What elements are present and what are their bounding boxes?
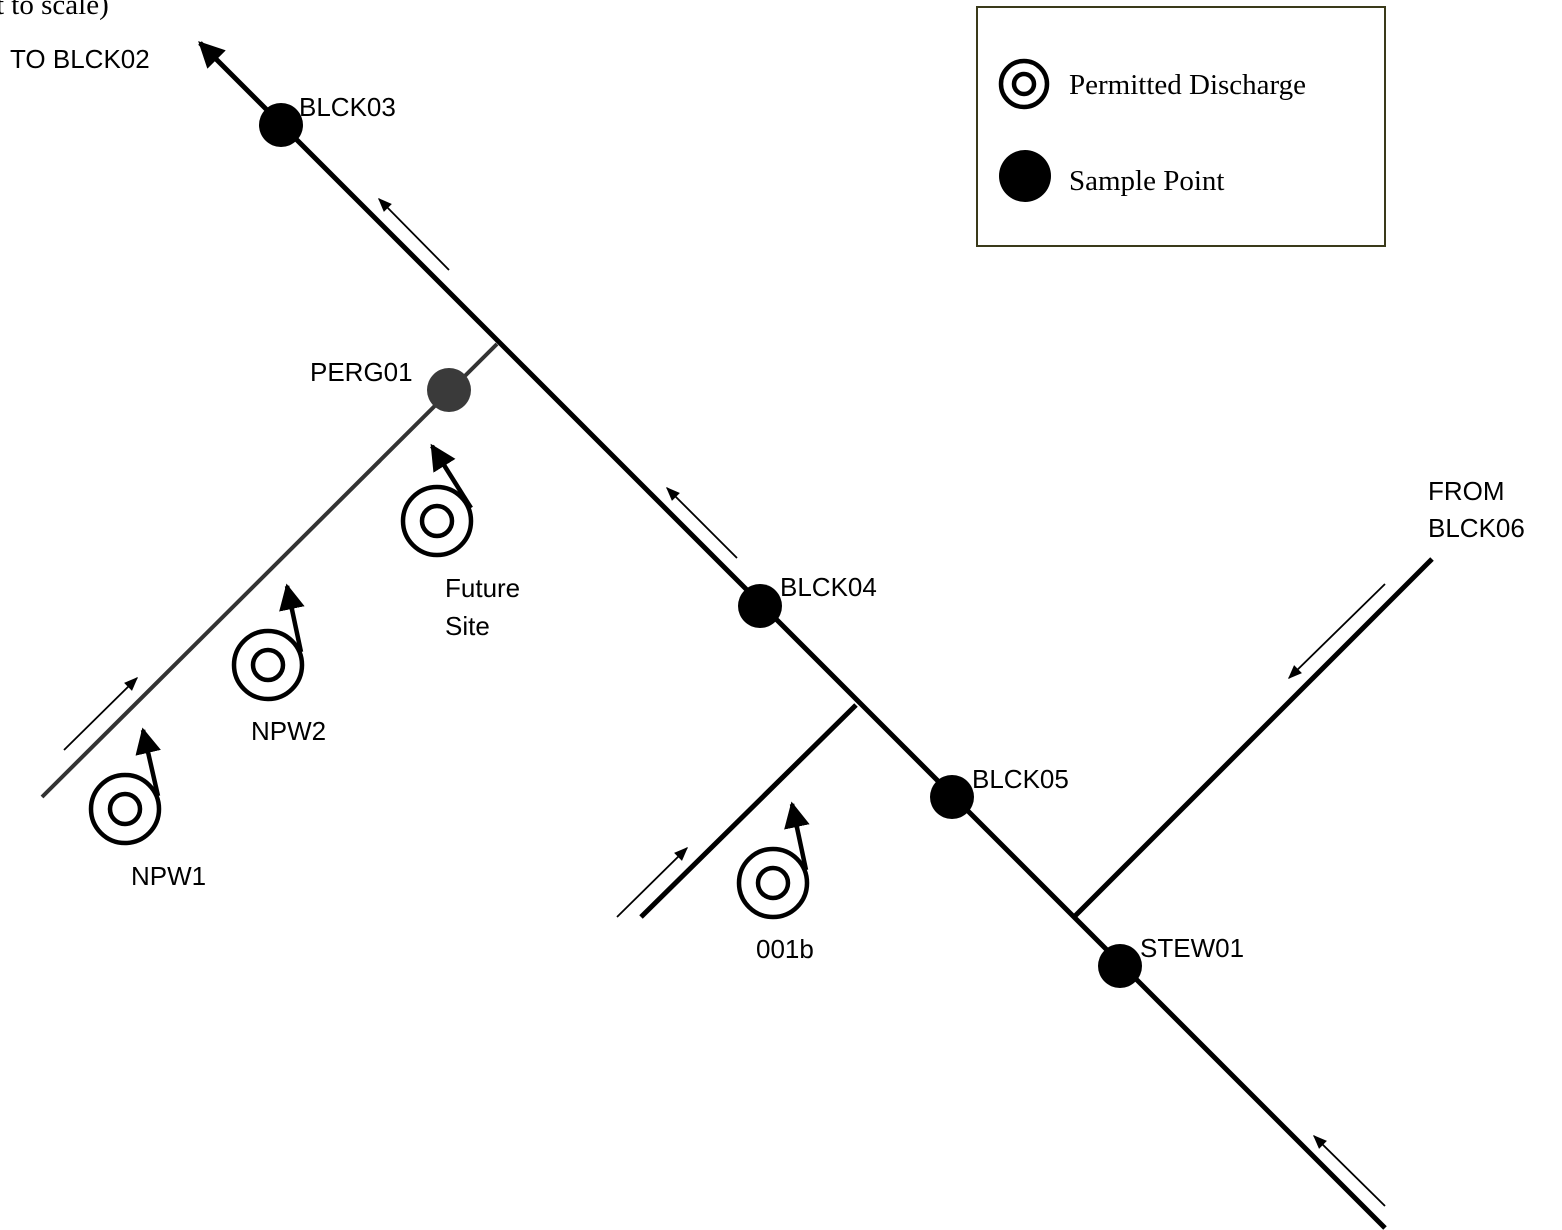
label-to-blck02: TO BLCK02 — [10, 44, 150, 74]
label-npw1: NPW1 — [131, 861, 206, 891]
perg01-tributary-line — [40, 342, 499, 799]
label-blck05: BLCK05 — [972, 764, 1069, 794]
label-from-line2: BLCK06 — [1428, 513, 1525, 543]
discharge-future-site — [400, 443, 474, 558]
flow-arrow — [1287, 583, 1386, 679]
label-stew01: STEW01 — [1140, 933, 1244, 963]
sample-point-blck03 — [259, 103, 303, 147]
flow-arrow — [666, 487, 738, 559]
tributary-001b-line — [639, 703, 858, 919]
label-blck04: BLCK04 — [780, 572, 877, 602]
flow-arrow — [616, 847, 688, 918]
label-blck03: BLCK03 — [299, 92, 396, 122]
label-001b: 001b — [756, 934, 814, 964]
legend-sample-point-label: Sample Point — [1069, 165, 1224, 197]
sample-point-stew01 — [1098, 944, 1142, 988]
sample-point-blck04 — [738, 584, 782, 628]
flow-arrow — [1313, 1135, 1386, 1207]
label-from-line1: FROM — [1428, 476, 1505, 506]
discharge-npw2 — [231, 583, 305, 702]
label-perg01: PERG01 — [310, 357, 413, 387]
main-stream-line — [198, 41, 1387, 1230]
flow-arrow — [378, 198, 450, 271]
scale-note: t to scale) — [0, 0, 109, 21]
sample-point-perg01 — [427, 368, 471, 412]
label-npw2: NPW2 — [251, 716, 326, 746]
legend-sample-point-icon — [999, 150, 1051, 202]
sample-point-blck05 — [930, 775, 974, 819]
label-future-line2: Site — [445, 611, 490, 641]
legend-permitted-discharge-icon — [998, 58, 1050, 110]
flow-arrow — [63, 677, 138, 751]
blck06-tributary-line — [1072, 557, 1434, 919]
legend-permitted-discharge-label: Permitted Discharge — [1069, 69, 1306, 101]
discharge-001b — [736, 801, 810, 920]
legend: Permitted Discharge Sample Point — [976, 6, 1386, 247]
discharge-npw1 — [88, 727, 162, 846]
label-future-line1: Future — [445, 573, 520, 603]
